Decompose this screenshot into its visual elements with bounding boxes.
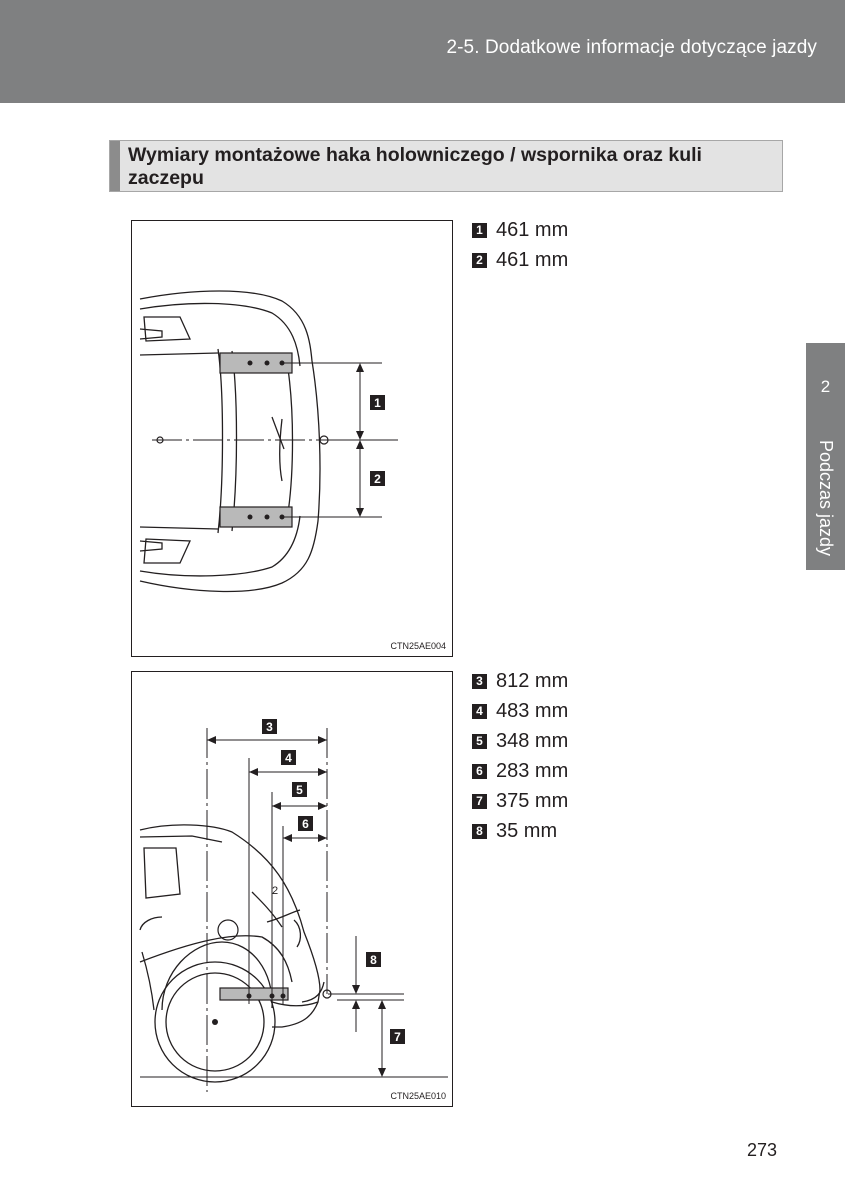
callout-7: 7 bbox=[394, 1030, 401, 1044]
callout-box-6 bbox=[298, 816, 313, 831]
dimension-number: 1 bbox=[472, 222, 487, 238]
dimension-value: 483 mm bbox=[496, 699, 569, 722]
dimension-item: 5 348 mm bbox=[472, 726, 568, 756]
dimension-item: 6 283 mm bbox=[472, 756, 568, 786]
page-number: 273 bbox=[747, 1140, 778, 1160]
dimension-item: 2 461 mm bbox=[472, 245, 568, 275]
dimension-item: 1 461 mm bbox=[472, 215, 568, 245]
dimension-value: 461 mm bbox=[496, 218, 569, 241]
page-header: 2-5. Dodatkowe informacje dotyczące jazd… bbox=[0, 0, 845, 103]
callout-6: 6 bbox=[302, 817, 309, 831]
callout-box-4 bbox=[281, 750, 296, 765]
callout-1: 1 bbox=[374, 396, 381, 410]
figure-code-bottom: CTN25AE010 bbox=[390, 1091, 446, 1101]
callout-box-7 bbox=[390, 1029, 405, 1044]
dimension-number: 5 bbox=[472, 733, 487, 749]
top-view-diagram: 1 2 bbox=[139, 290, 398, 593]
figure-top-view: 1 2 CTN25AE004 bbox=[131, 220, 453, 657]
callout-2: 2 bbox=[374, 472, 381, 486]
dimension-value: 812 mm bbox=[496, 669, 569, 692]
dimension-value: 375 mm bbox=[496, 789, 569, 812]
dimension-number: 8 bbox=[472, 823, 487, 839]
dimension-value: 461 mm bbox=[496, 248, 569, 271]
dimension-value: 283 mm bbox=[496, 759, 569, 782]
dimension-number: 2 bbox=[472, 252, 487, 268]
chapter-side-tab: 2 Podczas jazdy bbox=[806, 343, 845, 570]
heading-accent-bar bbox=[110, 141, 120, 191]
chapter-label: Podczas jazdy bbox=[816, 440, 836, 557]
dimension-item: 8 35 mm bbox=[472, 816, 568, 846]
chapter-title: 2-5. Dodatkowe informacje dotyczące jazd… bbox=[446, 37, 817, 58]
dimension-list-top: 1 461 mm 2 461 mm bbox=[472, 215, 568, 275]
dimension-item: 3 812 mm bbox=[472, 666, 568, 696]
side-view-diagram: 3 4 5 6 8 7 2 bbox=[139, 719, 448, 1092]
callout-box-8 bbox=[366, 952, 381, 967]
section-heading: Wymiary montażowe haka holowniczego / ws… bbox=[109, 140, 783, 192]
dimension-value: 348 mm bbox=[496, 729, 569, 752]
callout-8: 8 bbox=[370, 953, 377, 967]
dimension-item: 4 483 mm bbox=[472, 696, 568, 726]
figure-side-view: 3 4 5 6 8 7 2 CTN25AE010 bbox=[131, 671, 453, 1107]
callout-4: 4 bbox=[285, 751, 292, 765]
dimension-value: 35 mm bbox=[496, 819, 558, 842]
callout-box-5 bbox=[292, 782, 307, 797]
dimension-number: 7 bbox=[472, 793, 487, 809]
callout-box-3 bbox=[262, 719, 277, 734]
callout-box-1 bbox=[370, 395, 385, 410]
dimension-number: 3 bbox=[472, 673, 487, 689]
chapter-number: 2 bbox=[820, 377, 831, 396]
dimension-number: 6 bbox=[472, 763, 487, 779]
callout-box-2 bbox=[370, 471, 385, 486]
dimension-item: 7 375 mm bbox=[472, 786, 568, 816]
callout-3: 3 bbox=[266, 720, 273, 734]
figure-code-top: CTN25AE004 bbox=[390, 641, 446, 651]
part-mark: 2 bbox=[272, 885, 278, 897]
dimension-list-bottom: 3 812 mm 4 483 mm 5 348 mm 6 283 mm 7 37… bbox=[472, 666, 568, 846]
dimension-number: 4 bbox=[472, 703, 487, 719]
callout-5: 5 bbox=[296, 783, 303, 797]
section-heading-text: Wymiary montażowe haka holowniczego / ws… bbox=[128, 144, 702, 189]
